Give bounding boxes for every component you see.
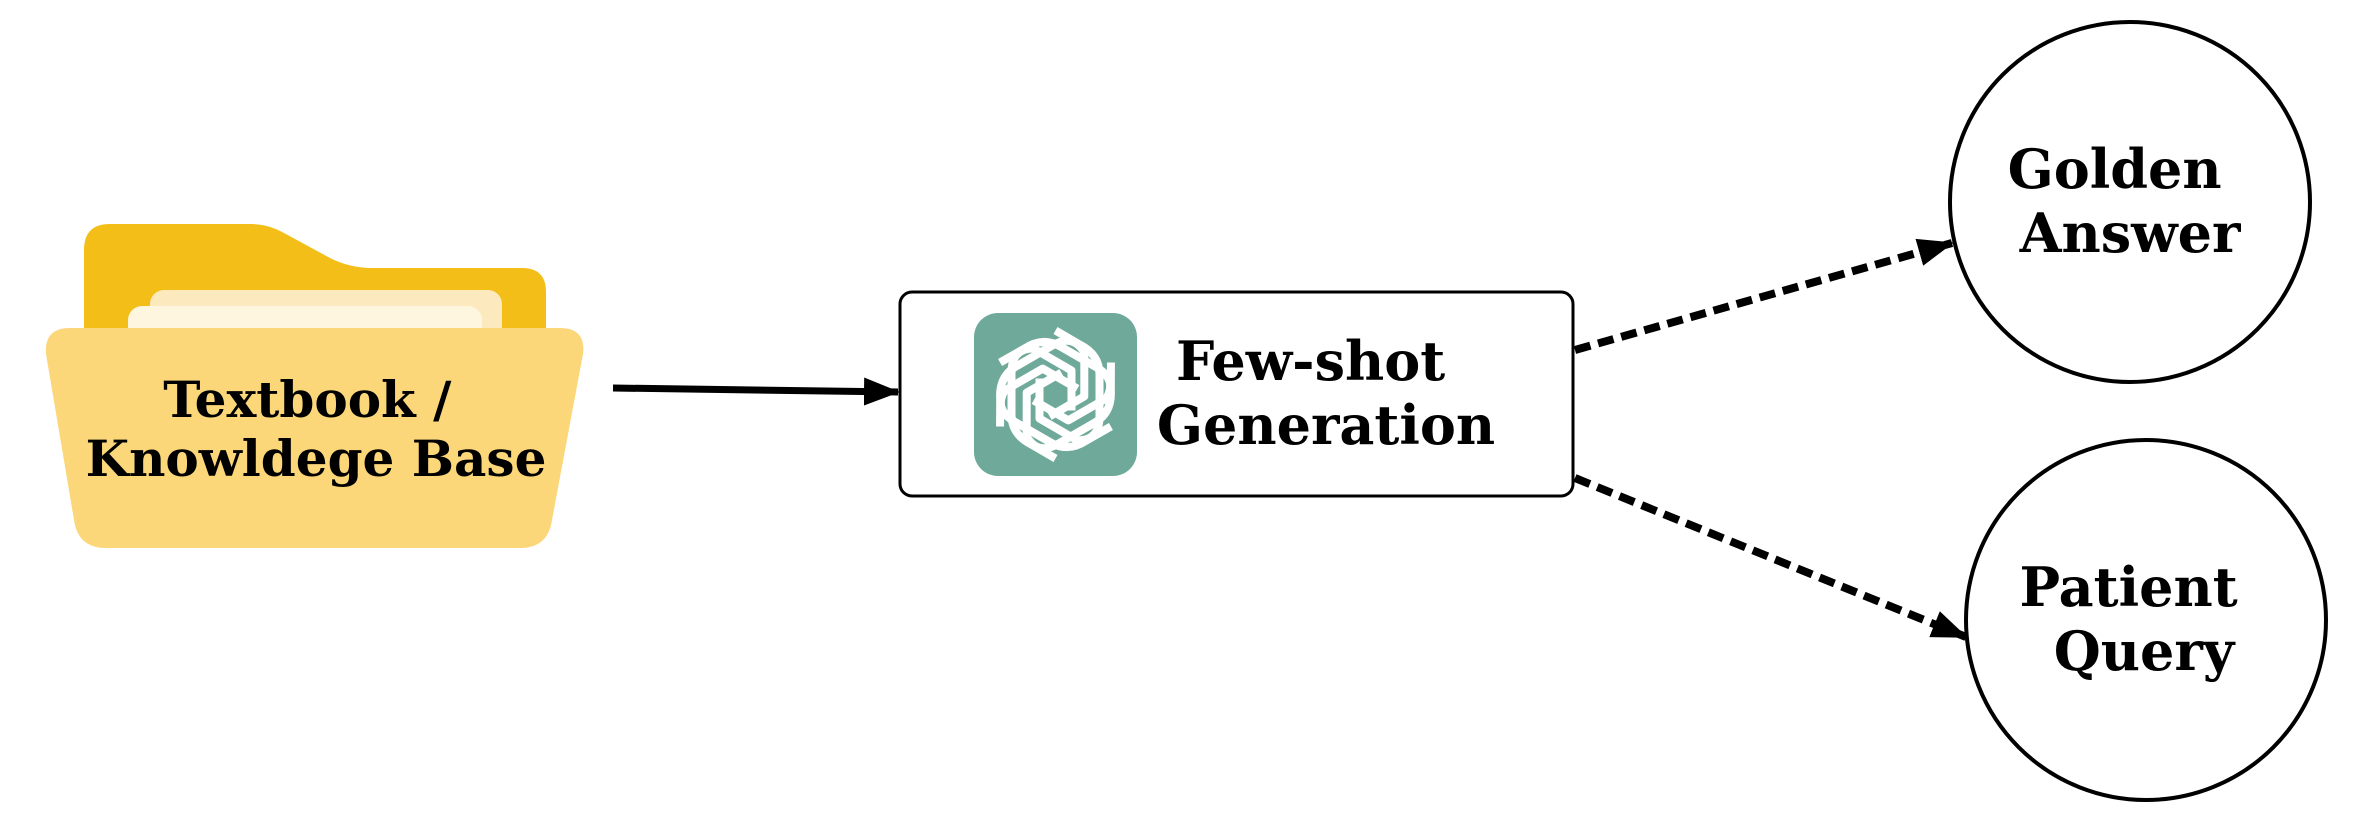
golden-answer-node <box>1948 20 2312 384</box>
golden-answer-line2: Answer <box>2019 201 2241 265</box>
generation-label-line2: Generation <box>1157 393 1495 457</box>
source-label-line1: Textbook / <box>163 370 452 429</box>
golden-answer-line1: Golden <box>2008 137 2222 201</box>
arrow-generation-to-patient-query <box>1573 474 1968 641</box>
openai-logo-icon <box>974 313 1137 476</box>
patient-query-label: Patient Query <box>2020 555 2257 683</box>
arrow-source-to-generation <box>612 377 900 406</box>
folder-icon <box>45 224 584 548</box>
source-label-line2: Knowldege Base <box>86 429 547 488</box>
golden-answer-label: Golden Answer <box>2008 137 2241 265</box>
folder-front <box>45 328 584 548</box>
generation-label: Few-shot Generation <box>1157 329 1495 457</box>
patient-query-line1: Patient <box>2020 555 2238 619</box>
generation-label-line1: Few-shot <box>1176 329 1445 393</box>
source-label: Textbook / Knowldege Base <box>86 370 547 488</box>
patient-query-line2: Query <box>2054 619 2236 683</box>
arrow-generation-to-golden-answer <box>1573 238 1954 354</box>
patient-query-node <box>1964 438 2328 802</box>
